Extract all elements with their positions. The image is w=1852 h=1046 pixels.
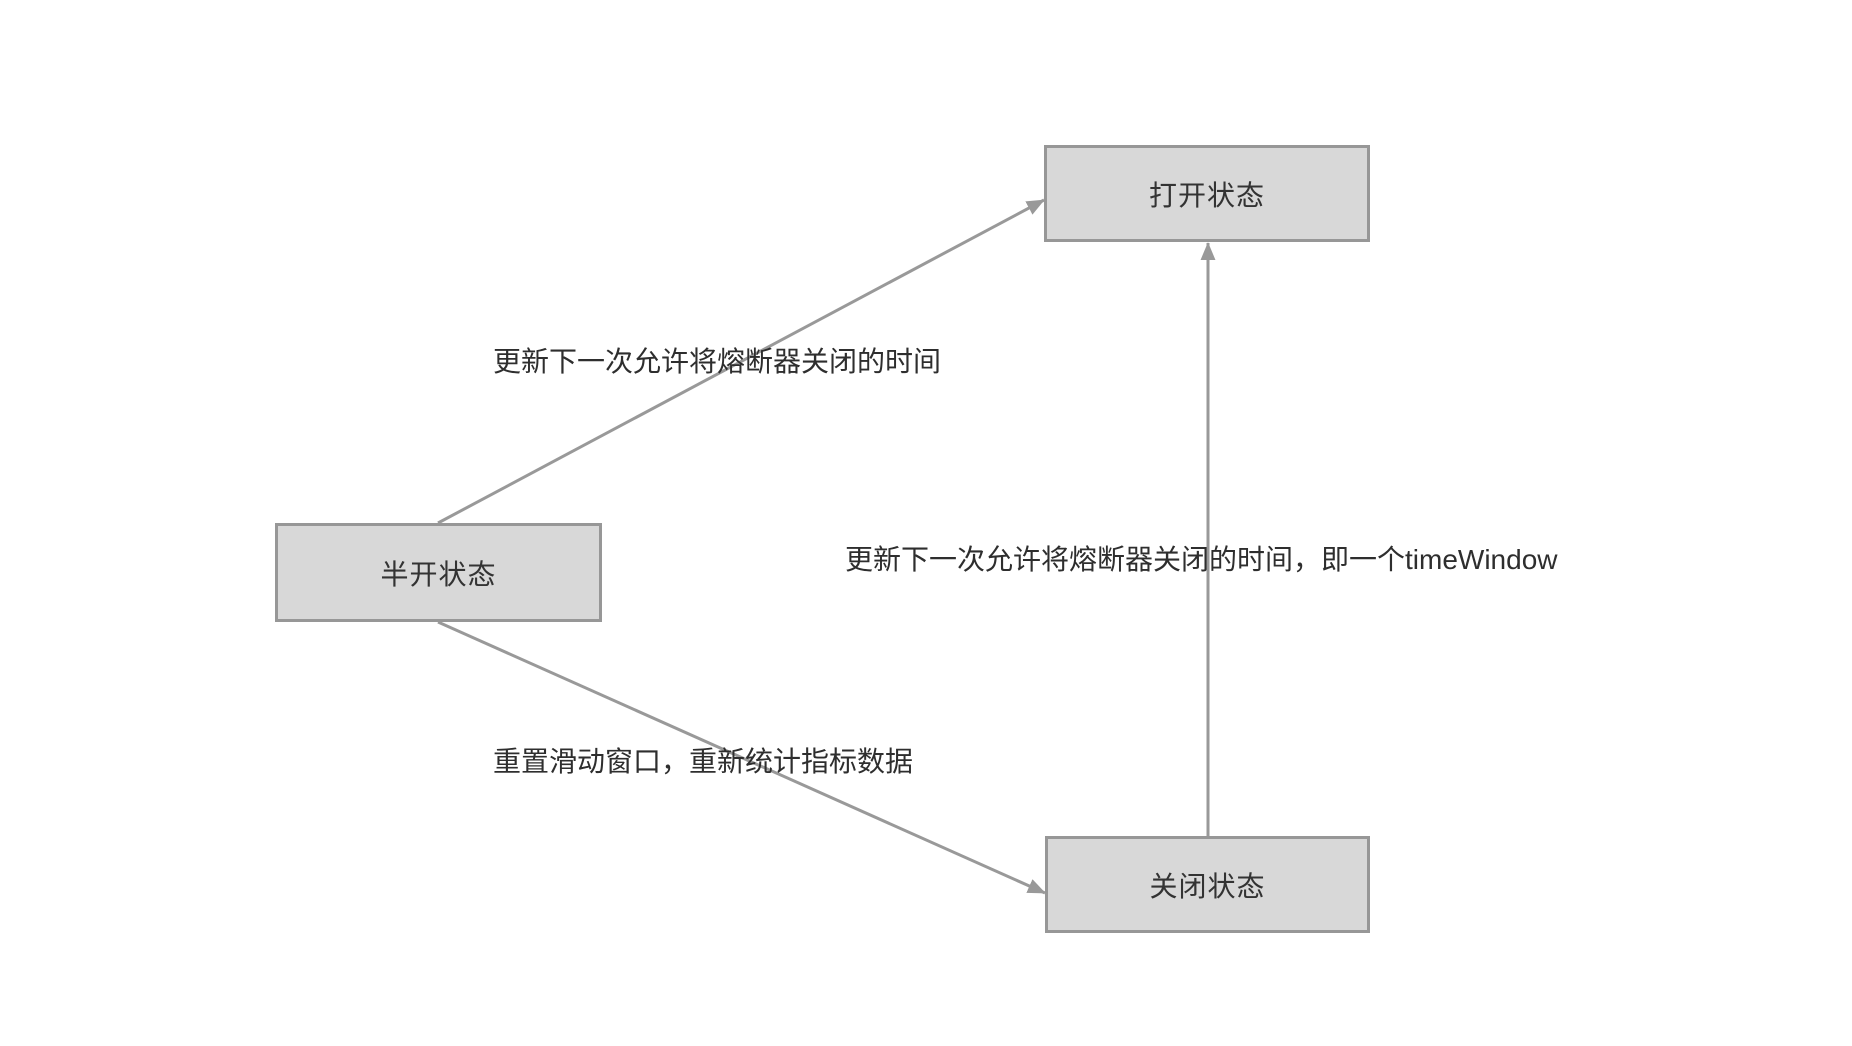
state-node-open: 打开状态 [1044, 145, 1370, 242]
edge-label-closed-to-open: 更新下一次允许将熔断器关闭的时间，即一个timeWindow [845, 544, 1558, 575]
edge-label-half-open-to-open: 更新下一次允许将熔断器关闭的时间 [493, 346, 942, 377]
state-node-half-open: 半开状态 [275, 523, 602, 622]
edge-label-half-open-to-closed: 重置滑动窗口，重新统计指标数据 [493, 746, 914, 777]
state-node-half-open-label: 半开状态 [380, 558, 497, 590]
connector-half-open-to-closed [437, 620, 1046, 895]
state-node-closed: 关闭状态 [1045, 836, 1370, 933]
state-node-open-label: 打开状态 [1148, 179, 1265, 211]
state-node-closed-label: 关闭状态 [1149, 870, 1266, 902]
connector-half-open-to-open [437, 198, 1045, 525]
